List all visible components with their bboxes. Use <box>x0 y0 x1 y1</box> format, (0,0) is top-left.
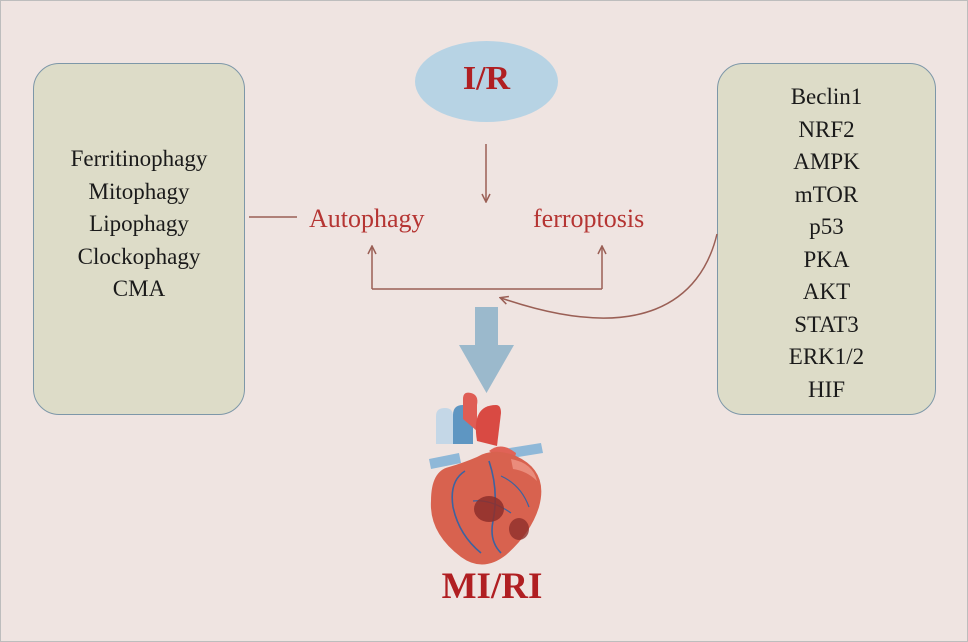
big-down-arrow <box>459 307 514 393</box>
pathway-item: ERK1/2 <box>788 344 865 369</box>
autophagy-label: Autophagy <box>309 204 425 233</box>
pathway-item: PKA <box>803 246 850 272</box>
autophagy-type-item: Mitophagy <box>88 178 190 204</box>
ferroptosis-label: ferroptosis <box>533 204 645 233</box>
pathway-item: HIF <box>807 376 846 402</box>
ir-ellipse <box>415 41 558 122</box>
autophagy-types-box <box>33 63 245 415</box>
mirl-label: MI/RI <box>441 566 543 607</box>
pathway-item: NRF2 <box>798 116 855 142</box>
pathway-item: mTOR <box>794 181 859 207</box>
autophagy-types-list: Ferritinophagy Mitophagy Lipophagy Clock… <box>33 143 245 306</box>
pathway-item: AMPK <box>793 149 860 174</box>
pathway-curved-arrow <box>501 233 718 319</box>
autophagy-type-item: Clockophagy <box>77 243 201 269</box>
autophagy-type-item: CMA <box>112 276 166 301</box>
signaling-pathways-list: Beclin1 NRF2 AMPK mTOR p53 PKA AKT STAT3… <box>717 81 936 406</box>
pathway-item: Beclin1 <box>790 84 863 109</box>
signaling-pathways-box <box>717 63 936 415</box>
pathway-item: AKT <box>802 279 851 304</box>
pathway-item: STAT3 <box>794 311 859 337</box>
autophagy-type-item: Ferritinophagy <box>70 146 208 171</box>
heart-illustration <box>429 392 543 565</box>
ir-label: I/R <box>462 60 511 97</box>
pathway-item: p53 <box>809 214 844 239</box>
autophagy-type-item: Lipophagy <box>89 211 189 236</box>
